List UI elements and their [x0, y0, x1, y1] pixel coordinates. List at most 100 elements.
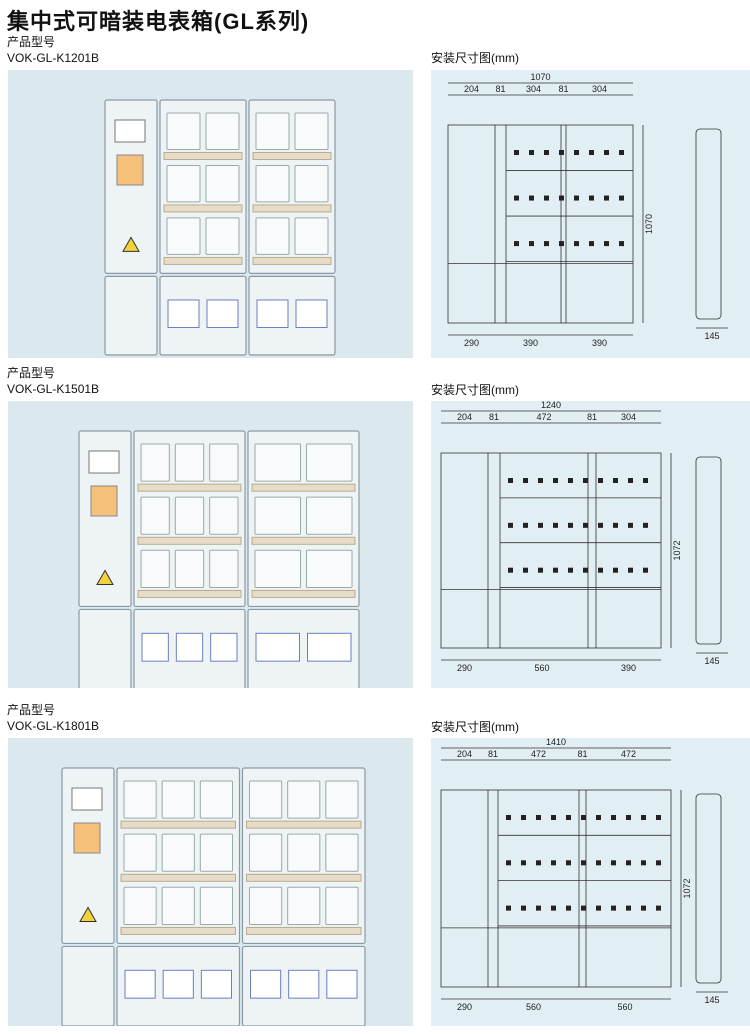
depth-label: 145 [704, 331, 719, 341]
meter-shelf [137, 589, 242, 598]
product-model: VOK-GL-K1801B [7, 719, 100, 733]
product-type-label: 产品型号 [7, 366, 56, 380]
warning-sign-icon [79, 906, 97, 922]
cabinet-illustration [61, 767, 366, 1026]
meter-window [656, 905, 661, 911]
product-photo [8, 401, 413, 688]
main-breaker [114, 119, 146, 143]
meter-slot [161, 780, 195, 819]
control-panel [61, 767, 115, 945]
meter-window [521, 860, 526, 866]
depth-label: 145 [704, 995, 719, 1005]
meter-slot [140, 549, 170, 588]
meter-window [643, 478, 648, 483]
meter-shelf [120, 926, 236, 935]
meter-slot [306, 443, 353, 482]
meter-window [568, 567, 573, 573]
height-label: 1070 [644, 214, 654, 234]
breaker-group [200, 969, 232, 999]
meter-window [544, 195, 549, 201]
meter-slot [166, 164, 201, 203]
meter-shelf [246, 873, 362, 882]
meter-window [583, 567, 588, 573]
meter-window [598, 567, 603, 573]
meter-slot [174, 443, 205, 482]
meter-window [568, 522, 573, 528]
meter-window [643, 522, 648, 528]
bottom-dimension-label: 290 [464, 338, 479, 348]
meter-shelf [252, 204, 332, 213]
bottom-dimension-label: 290 [457, 663, 472, 673]
meter-window [553, 478, 558, 483]
top-dimension-label: 204 [457, 412, 472, 422]
top-dimension-label: 472 [531, 749, 546, 759]
breaker-group [206, 299, 239, 328]
control-panel [78, 430, 132, 608]
meter-slot [140, 496, 170, 535]
meter-slot [294, 164, 329, 203]
meter-shelf [251, 483, 356, 492]
meter-window [656, 860, 661, 866]
top-dimension-label: 304 [526, 84, 541, 94]
meter-window [583, 522, 588, 528]
breaker-group [210, 632, 238, 662]
meter-window [538, 478, 543, 483]
meter-window [553, 522, 558, 528]
meter-slot [174, 496, 205, 535]
meter-slot [325, 780, 359, 819]
meter-window [523, 478, 528, 483]
main-breaker [71, 787, 103, 811]
side-view [695, 128, 722, 320]
front-view [447, 124, 634, 324]
meter-window [589, 195, 594, 201]
product-photo [8, 738, 413, 1026]
meter-slot [199, 886, 233, 925]
meter-window [656, 815, 661, 820]
meter-slot [249, 833, 283, 872]
bottom-dimension-label: 390 [592, 338, 607, 348]
breaker-group [295, 299, 328, 328]
meter-window [604, 150, 609, 155]
bottom-dimension-label: 390 [621, 663, 636, 673]
breaker-block [73, 822, 101, 854]
lower-control-panel [78, 608, 132, 688]
meter-window [506, 860, 511, 866]
breaker-block [116, 154, 144, 186]
meter-shelf [120, 873, 236, 882]
side-view [695, 456, 722, 645]
meter-window [619, 195, 624, 201]
meter-shelf [137, 536, 242, 545]
meter-shelf [252, 256, 332, 265]
meter-window [551, 860, 556, 866]
meter-window [529, 241, 534, 247]
meter-window [581, 860, 586, 866]
meter-shelf [251, 589, 356, 598]
breaker-module [159, 275, 247, 356]
meter-window [553, 567, 558, 573]
meter-window [643, 567, 648, 573]
dimension-heading: 安装尺寸图(mm) [431, 383, 519, 397]
meter-window [521, 905, 526, 911]
meter-window [589, 150, 594, 155]
meter-slot [123, 780, 157, 819]
meter-window [613, 522, 618, 528]
meter-window [529, 150, 534, 155]
meter-window [641, 860, 646, 866]
meter-window [506, 815, 511, 820]
height-label: 1072 [682, 878, 692, 898]
meter-window [604, 241, 609, 247]
top-dimension-label: 204 [464, 84, 479, 94]
total-width-label: 1240 [541, 401, 561, 410]
bottom-dimension-label: 560 [534, 663, 549, 673]
meter-slot [174, 549, 205, 588]
meter-window [514, 241, 519, 247]
meter-window [581, 815, 586, 820]
meter-window [568, 478, 573, 483]
meter-slot [287, 886, 321, 925]
meter-shelf [252, 151, 332, 160]
breaker-group [255, 632, 300, 662]
